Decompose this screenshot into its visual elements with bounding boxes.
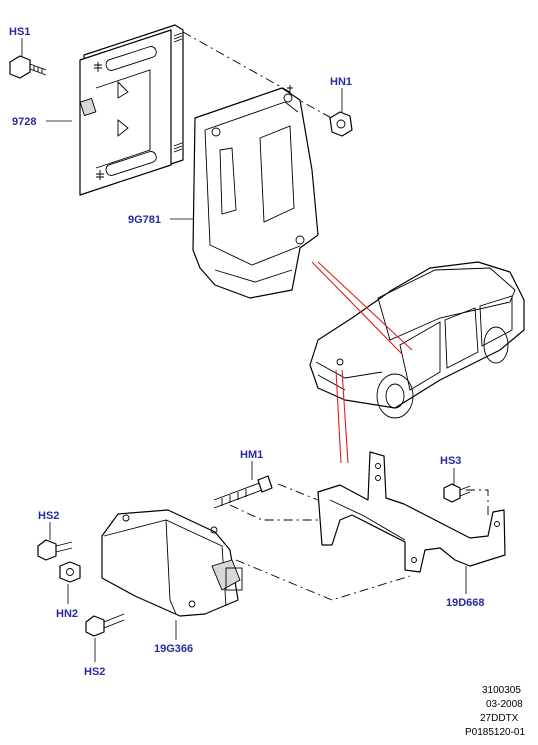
bolt-hs3 xyxy=(443,483,471,503)
callout-hs2-top: HS2 xyxy=(38,510,59,522)
vehicle-locator xyxy=(309,261,525,419)
bolt-hs2-top xyxy=(37,539,73,561)
bolt-hs1 xyxy=(9,55,47,79)
callout-hn1: HN1 xyxy=(330,76,352,88)
callout-9g781: 9G781 xyxy=(128,214,161,226)
mounting-bracket-9728 xyxy=(79,24,184,196)
mounting-bracket-19d668 xyxy=(317,451,506,573)
locator-line-1 xyxy=(311,261,403,355)
callout-hs3: HS3 xyxy=(440,455,461,467)
reference-illustration-id: P0185120-01 xyxy=(465,727,525,738)
reference-number: 3100305 xyxy=(482,685,521,696)
callout-19g366: 19G366 xyxy=(154,643,193,655)
callout-hs1: HS1 xyxy=(9,26,30,38)
stud-hm1 xyxy=(213,475,273,509)
alignment-line-hs3 xyxy=(466,489,489,516)
locator-line-3 xyxy=(335,369,342,464)
alignment-line-hm1 xyxy=(277,483,319,501)
alignment-line-upper xyxy=(182,31,291,93)
control-module-9g781 xyxy=(192,85,319,299)
alignment-line-module-top xyxy=(229,504,318,521)
locator-line-4 xyxy=(341,369,349,464)
bolt-hs2-bottom xyxy=(85,613,125,637)
sensor-module-19g366 xyxy=(101,509,243,617)
locator-line-2 xyxy=(317,261,413,351)
reference-date: 03-2008 xyxy=(486,699,523,710)
nut-hn2 xyxy=(59,561,81,583)
callout-19d668: 19D668 xyxy=(446,597,485,609)
alignment-line-module-bottom xyxy=(235,559,411,601)
callout-hm1: HM1 xyxy=(240,449,263,461)
callout-hn2: HN2 xyxy=(56,608,78,620)
nut-hn1 xyxy=(329,111,353,137)
reference-code: 27DDTX xyxy=(480,713,519,724)
callout-9728: 9728 xyxy=(12,116,36,128)
callout-hs2-bottom: HS2 xyxy=(84,666,105,678)
